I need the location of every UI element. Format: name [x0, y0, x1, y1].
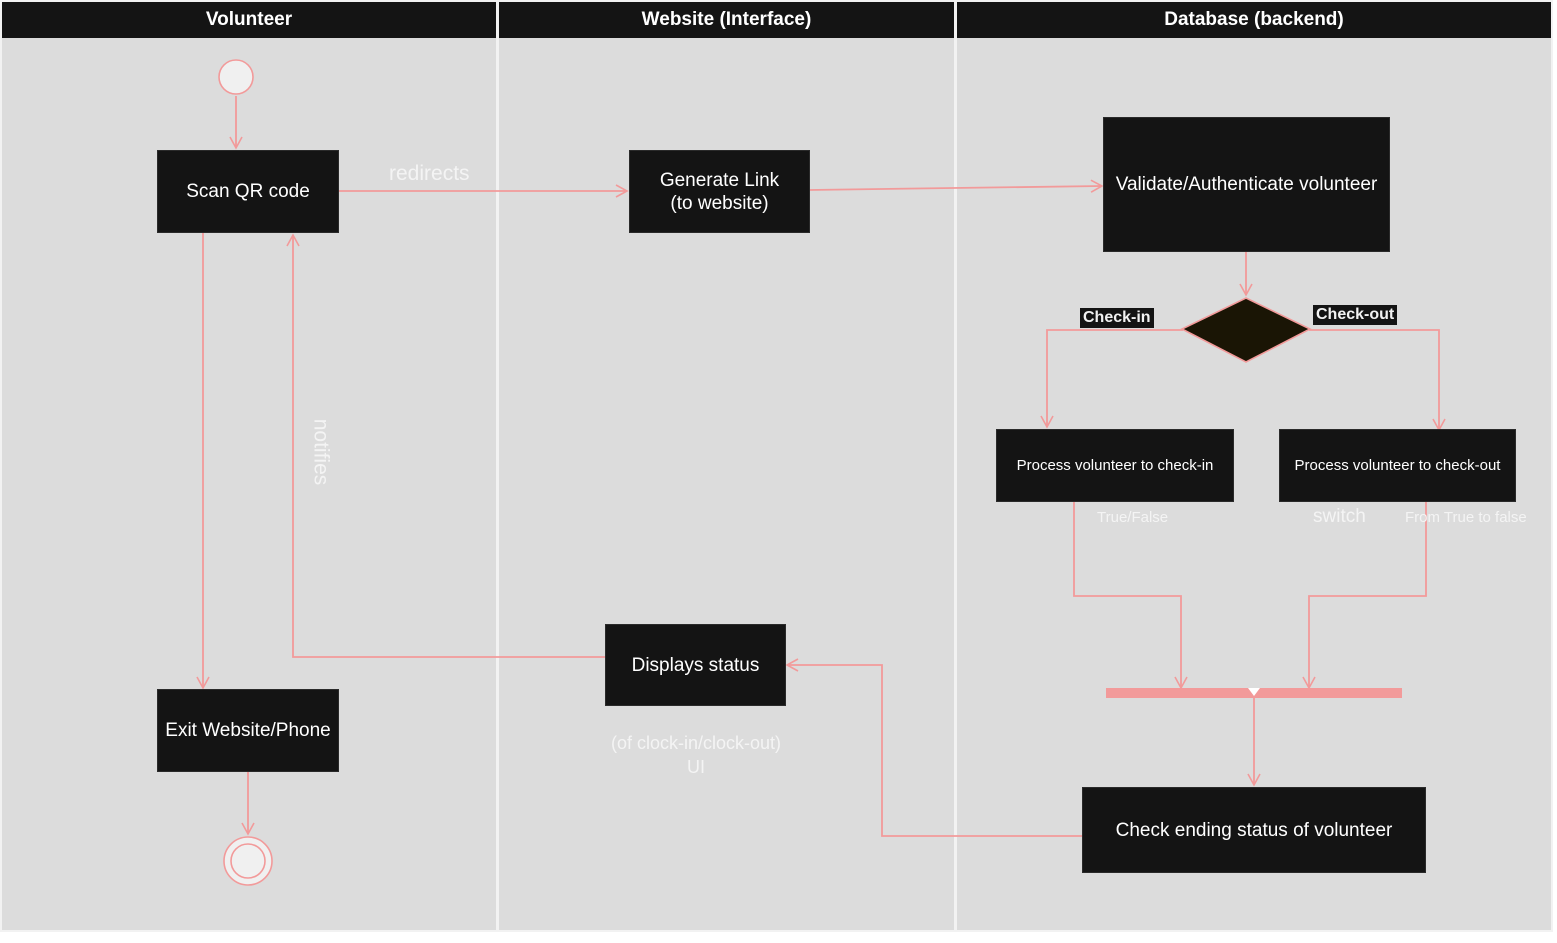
label-redirects: redirects: [389, 162, 470, 185]
node-process-checkin: Process volunteer to check-in: [997, 430, 1233, 501]
node-validate: Validate/Authenticate volunteer: [1104, 118, 1389, 251]
node-scan-qr: Scan QR code: [158, 151, 338, 232]
node-process-checkout-label: Process volunteer to check-out: [1294, 457, 1501, 474]
edge-generate-to-validate: [808, 179, 1104, 193]
node-check-ending: Check ending status of volunteer: [1083, 788, 1425, 872]
guard-check-out: Check-out: [1313, 305, 1398, 325]
display-status-note: (of clock-in/clock-out) UI: [610, 733, 782, 777]
lane-header-volunteer: Volunteer: [2, 2, 496, 38]
guard-check-in: Check-in: [1080, 308, 1154, 328]
node-validate-label: Validate/Authenticate volunteer: [1115, 174, 1378, 195]
node-generate-link-label: Generate Link (to website): [659, 169, 780, 214]
edge-checkout-to-join: [1302, 500, 1427, 690]
node-displays-status-label: Displays status: [631, 654, 760, 676]
node-generate-link: Generate Link (to website): [630, 151, 809, 232]
edge-decision-to-checkout: [1309, 329, 1446, 432]
lane-header-database: Database (backend): [957, 2, 1551, 38]
decision-diamond: [1180, 297, 1312, 363]
edge-decision-to-checkin: [1040, 329, 1183, 429]
node-exit-label: Exit Website/Phone: [165, 720, 331, 741]
node-scan-qr-label: Scan QR code: [186, 181, 310, 202]
end-node-inner: [230, 843, 266, 879]
label-from-true-to-false: From True to false: [1405, 509, 1527, 526]
node-process-checkout: Process volunteer to check-out: [1280, 430, 1515, 501]
edge-check-ending-to-display: [785, 658, 1083, 837]
edge-checkin-to-join: [1073, 502, 1188, 690]
lane-header-website: Website (Interface): [499, 2, 954, 38]
node-exit: Exit Website/Phone: [158, 690, 338, 771]
label-switch: switch: [1313, 506, 1366, 527]
node-check-ending-label: Check ending status of volunteer: [1115, 819, 1393, 841]
join-bar-notch: [1248, 688, 1260, 696]
label-notifies: notifies: [309, 418, 333, 486]
node-displays-status: Displays status: [606, 625, 785, 705]
label-true-false: True/False: [1097, 509, 1169, 526]
node-process-checkin-label: Process volunteer to check-in: [1016, 457, 1214, 474]
start-node: [218, 59, 254, 95]
edge-notifies: [286, 233, 606, 658]
